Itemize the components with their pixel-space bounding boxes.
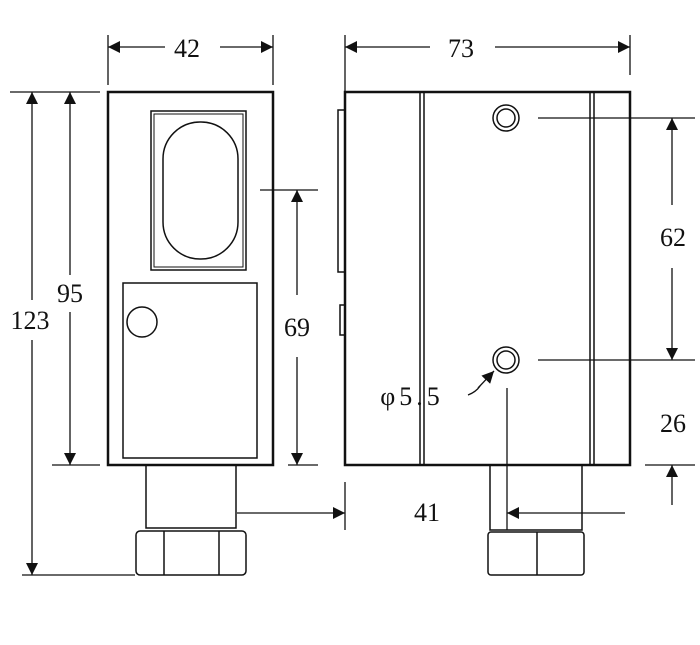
dimension-labels: 42 73 123 95 69 62 26 41 φ5.5 bbox=[11, 34, 687, 527]
indicator-led-icon bbox=[126, 306, 158, 338]
lens-oval bbox=[162, 121, 239, 260]
side-flange bbox=[337, 109, 346, 273]
connector-nut bbox=[135, 530, 247, 576]
dim-hole-spacing: 62 bbox=[660, 223, 686, 252]
dim-connector-offset: 41 bbox=[414, 498, 440, 527]
dim-total-height: 123 bbox=[11, 306, 50, 335]
front-view bbox=[106, 90, 275, 576]
connector-neck bbox=[145, 464, 237, 529]
side-view bbox=[337, 90, 632, 576]
mount-hole-top-icon bbox=[492, 104, 520, 132]
side-connector-nut bbox=[487, 531, 585, 576]
mount-hole-bottom-icon bbox=[492, 346, 520, 374]
lens-window bbox=[150, 110, 247, 271]
dim-window-to-bottom: 69 bbox=[284, 313, 310, 342]
dim-body-height: 95 bbox=[57, 279, 83, 308]
dim-front-width: 42 bbox=[174, 34, 200, 63]
dim-hole-diameter: φ5.5 bbox=[380, 382, 444, 411]
dim-hole-to-bottom: 26 bbox=[660, 409, 686, 438]
side-connector-neck bbox=[489, 464, 583, 531]
dim-side-width: 73 bbox=[448, 34, 474, 63]
front-panel bbox=[122, 282, 258, 459]
dimension-lines bbox=[10, 35, 695, 576]
side-body bbox=[343, 90, 632, 467]
front-body bbox=[106, 90, 275, 467]
